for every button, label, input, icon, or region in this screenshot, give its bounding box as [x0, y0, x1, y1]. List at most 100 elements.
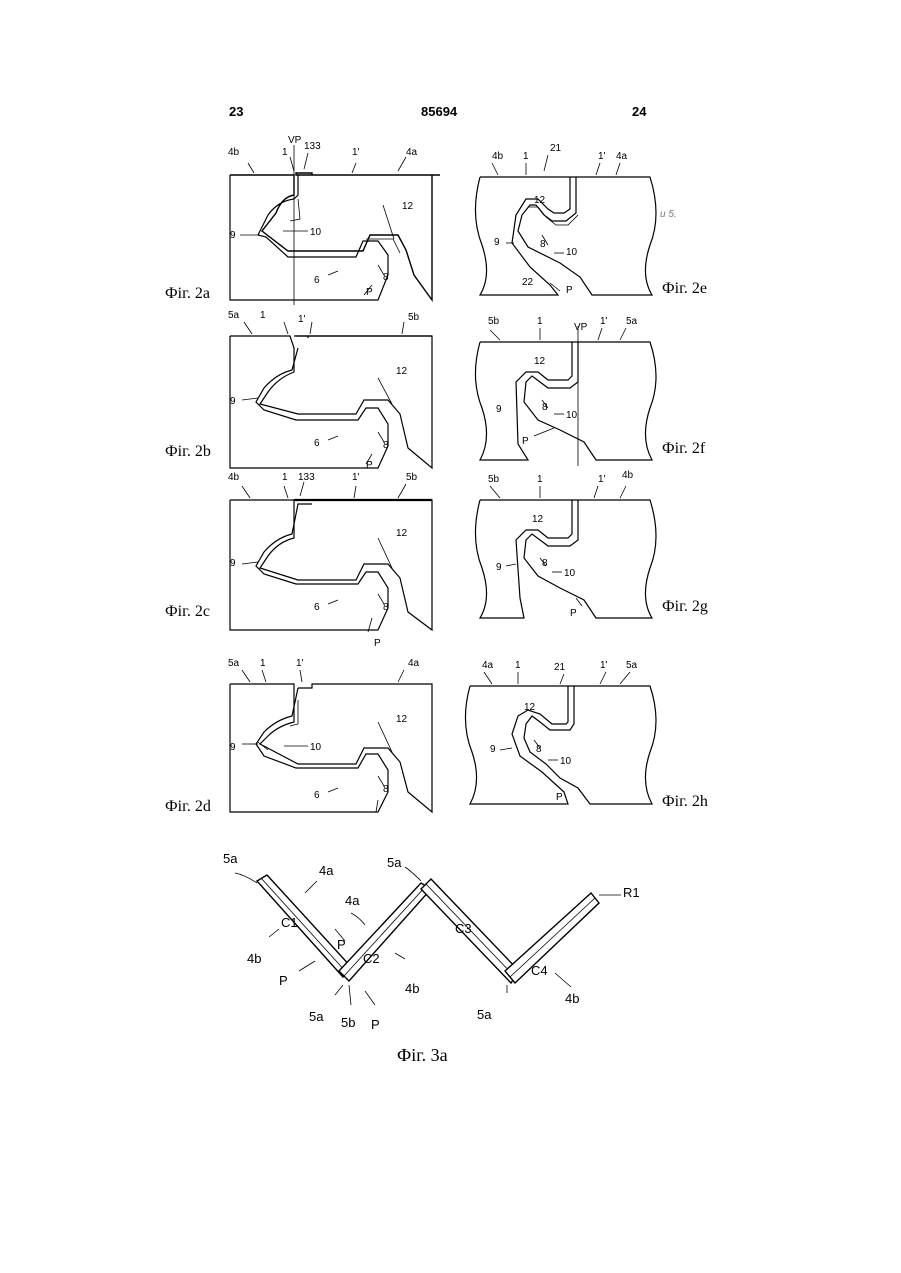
label: 133 [304, 141, 321, 152]
label: 1' [352, 472, 360, 483]
label: 12 [396, 528, 408, 539]
label: 10 [310, 742, 322, 753]
label: 8 [542, 558, 548, 569]
label: 9 [230, 742, 236, 753]
label: 12 [524, 702, 536, 713]
label: 6 [314, 438, 320, 449]
label: 4b [565, 991, 579, 1006]
figure-2b: 5a 1 1' 5b 9 12 8 6 P [228, 308, 443, 473]
label: 5a [223, 851, 238, 866]
label: 1 [537, 474, 543, 485]
caption-2c: Фіг. 2c [165, 603, 210, 621]
label: 1' [600, 660, 608, 671]
page-number-right: 24 [632, 104, 646, 119]
label: 4b [247, 951, 261, 966]
label: 10 [564, 568, 576, 579]
label: 1' [298, 314, 306, 325]
label: P [371, 1017, 380, 1030]
label: 4a [616, 151, 628, 162]
label: P [374, 638, 381, 649]
label: C3 [455, 921, 472, 936]
label: 5b [341, 1015, 355, 1030]
label: 6 [314, 275, 320, 286]
label: 8 [536, 744, 542, 755]
label: 5a [228, 658, 240, 669]
figure-2a: 4b 1 VP 133 1' 4a 9 10 12 8 6 P [228, 135, 443, 305]
label: 9 [230, 230, 236, 241]
label: P [366, 287, 373, 298]
label: C4 [531, 963, 548, 978]
label: 5a [228, 310, 240, 321]
label: 5a [626, 316, 638, 327]
label: P [570, 608, 577, 619]
label: 5b [408, 312, 420, 323]
label: 9 [230, 396, 236, 407]
label: 4b [228, 472, 240, 483]
label: VP [288, 135, 302, 146]
label: 5a [387, 855, 402, 870]
label: 1 [260, 658, 266, 669]
label: 12 [534, 356, 546, 367]
label: P [279, 973, 288, 988]
label: 6 [314, 602, 320, 613]
label: 8 [383, 602, 389, 613]
label: 10 [310, 227, 322, 238]
label: 133 [298, 472, 315, 483]
figure-2h: 4a 1 21 1' 5a 12 9 8 10 P [460, 652, 685, 812]
label: 1 [523, 151, 529, 162]
label: 4b [622, 470, 634, 481]
label: 4a [345, 893, 360, 908]
label: 4b [405, 981, 419, 996]
label: 4b [228, 147, 240, 158]
label: 4a [406, 147, 418, 158]
figure-2g: 5b 1 1' 4b 12 9 8 10 P [470, 468, 690, 628]
figure-2d: 5a 1 1' 4a 9 10 12 8 6 [228, 652, 443, 817]
page-number-left: 23 [229, 104, 243, 119]
label: 1 [260, 310, 266, 321]
label: 4b [492, 151, 504, 162]
label: 1' [598, 474, 606, 485]
label: R1 [623, 885, 640, 900]
label: 5b [488, 474, 500, 485]
caption-2e: Фіг. 2e [662, 280, 707, 298]
label: 22 [522, 277, 534, 288]
caption-2f: Фіг. 2f [662, 440, 705, 458]
label: 9 [494, 237, 500, 248]
label: 1' [600, 316, 608, 327]
label: 5b [488, 316, 500, 327]
label: P [337, 937, 346, 952]
label: 1 [282, 147, 288, 158]
label: 5a [626, 660, 638, 671]
label: 1' [598, 151, 606, 162]
label: 4a [319, 863, 334, 878]
caption-2d: Фіг. 2d [165, 798, 211, 816]
label: 8 [383, 784, 389, 795]
label: 8 [542, 402, 548, 413]
label: C2 [363, 951, 380, 966]
caption-2g: Фіг. 2g [662, 598, 708, 616]
label: 1 [515, 660, 521, 671]
label: 21 [550, 143, 562, 154]
label: VP [574, 322, 588, 333]
label: 8 [383, 272, 389, 283]
caption-2h: Фіг. 2h [662, 793, 708, 811]
handwritten-note: и 5. [660, 209, 677, 220]
label: 6 [314, 790, 320, 801]
figure-3a: 5a 4a 4a 5a R1 C1 C2 C3 C4 4b P P 5a 5b … [215, 845, 655, 1030]
label: 12 [402, 201, 414, 212]
caption-3a: Фіг. 3a [397, 1045, 448, 1066]
label: 4a [408, 658, 420, 669]
label: 12 [396, 714, 408, 725]
figure-2c: 4b 1 133 1' 5b 9 12 8 6 P [228, 468, 443, 653]
document-number: 85694 [421, 104, 457, 119]
caption-2a: Фіг. 2a [165, 285, 210, 303]
label: 5b [406, 472, 418, 483]
label: 10 [560, 756, 572, 767]
figure-2f: 5b 1 VP 1' 5a 12 9 8 10 P [470, 308, 690, 468]
caption-2b: Фіг. 2b [165, 443, 211, 461]
label: 1' [352, 147, 360, 158]
label: 12 [532, 514, 544, 525]
label: 9 [496, 562, 502, 573]
label: 9 [496, 404, 502, 415]
label: 9 [230, 558, 236, 569]
